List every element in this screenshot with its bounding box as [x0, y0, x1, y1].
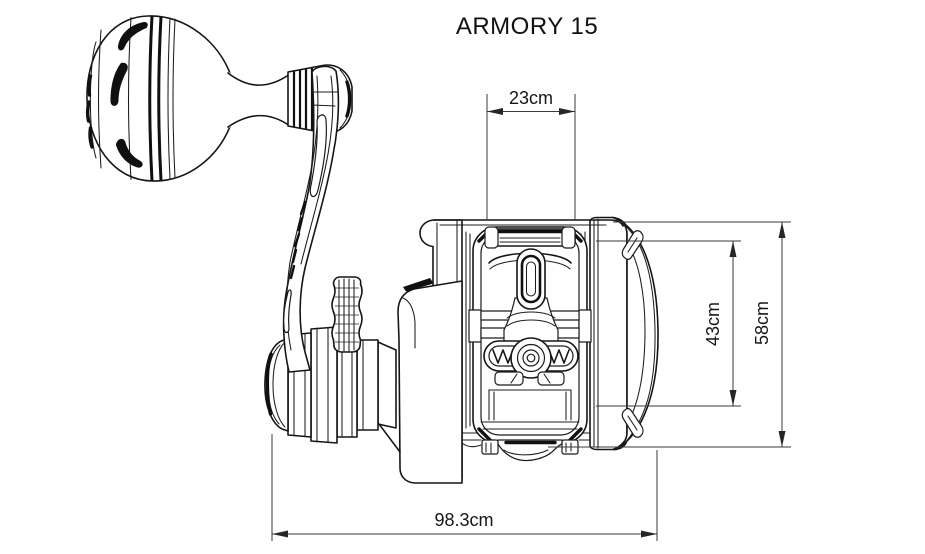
dim-label-98.3cm: 98.3cm [434, 510, 493, 530]
line-guide-slot [516, 248, 546, 310]
dim-label-43cm: 43cm [703, 302, 723, 346]
handle-arm [282, 65, 340, 373]
arm-slot-lower [283, 289, 292, 334]
tension-knob [331, 276, 363, 353]
dimension-overall-height: 58cm [548, 221, 791, 448]
reel-foot [481, 439, 579, 462]
dim-label-58cm: 58cm [752, 301, 772, 345]
page-title: ARMORY 15 [456, 13, 598, 40]
dim-label-23cm: 23cm [509, 88, 553, 108]
handle-knob [85, 15, 232, 182]
knob-slot-bottom [115, 138, 143, 168]
arm-slot [309, 114, 327, 198]
dimension-top-width: 23cm [486, 88, 576, 221]
gear-box [397, 278, 463, 484]
dimension-overall-length: 98.3cm [271, 434, 658, 541]
knob-slot-top [117, 21, 148, 51]
thumb-bar-highlight [403, 278, 434, 292]
dimension-spool-height: 43cm [596, 240, 741, 407]
reel-clamp [468, 226, 592, 462]
side-plate [589, 216, 659, 451]
knob-slot-middle [110, 62, 128, 106]
level-wind [483, 337, 579, 379]
